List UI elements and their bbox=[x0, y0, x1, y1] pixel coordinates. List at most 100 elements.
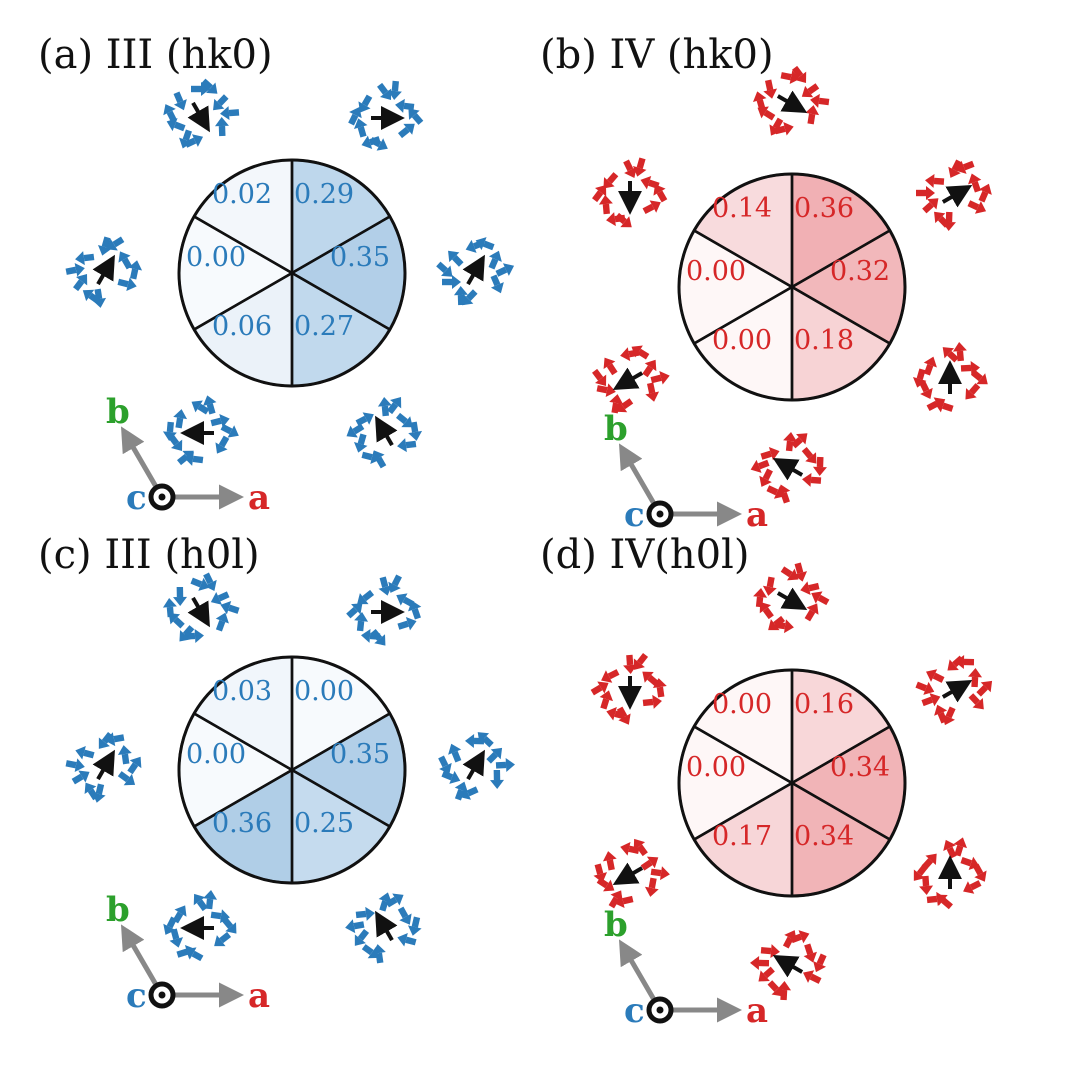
b-axis-label: b bbox=[106, 392, 130, 432]
sector-value-left: 0.00 bbox=[686, 256, 746, 287]
spin-arrow-icon bbox=[495, 757, 515, 772]
spin-arrow-icon bbox=[972, 863, 987, 882]
spin-arrow-icon bbox=[213, 94, 229, 111]
spin-cluster bbox=[65, 731, 142, 803]
spin-arrow-icon bbox=[106, 236, 125, 251]
spin-arrow-icon bbox=[361, 628, 381, 643]
spin-clusters bbox=[65, 78, 515, 469]
spin-arrow-icon bbox=[925, 173, 945, 188]
spin-cluster bbox=[163, 78, 240, 149]
sector-value-upper-left: 0.02 bbox=[212, 179, 272, 210]
spin-arrow-icon bbox=[803, 943, 817, 963]
spin-arrow-icon bbox=[210, 909, 230, 924]
spin-arrow-icon bbox=[913, 863, 929, 881]
sector-value-lower-right: 0.34 bbox=[794, 821, 854, 852]
sector-value-left: 0.00 bbox=[686, 752, 746, 783]
spin-arrow-icon bbox=[193, 893, 208, 912]
spin-arrow-icon bbox=[750, 459, 770, 473]
spin-clusters bbox=[590, 562, 993, 1001]
panel-a: (a) III (hk0) 0.290.350.270.060.000.02 a… bbox=[38, 32, 515, 518]
center-spin-arrow-icon bbox=[612, 367, 644, 390]
pie-outline bbox=[677, 668, 907, 898]
spin-arrow-icon bbox=[915, 681, 935, 695]
center-spin-arrow-icon bbox=[776, 90, 808, 113]
spin-cluster bbox=[912, 342, 988, 413]
spin-arrow-icon bbox=[653, 184, 668, 203]
center-spin-arrow-icon bbox=[92, 749, 115, 781]
sector-value-upper-right: 0.16 bbox=[794, 689, 854, 720]
sector-value-upper-left: 0.00 bbox=[712, 689, 772, 720]
center-spin-arrow-icon bbox=[776, 587, 808, 610]
spin-arrow-icon bbox=[488, 250, 502, 270]
spin-arrow-icon bbox=[454, 781, 468, 801]
sector-value-right: 0.35 bbox=[330, 242, 390, 273]
spin-arrow-icon bbox=[934, 704, 948, 724]
spin-arrow-icon bbox=[162, 421, 177, 441]
spin-arrow-icon bbox=[202, 395, 217, 415]
spin-arrow-icon bbox=[220, 106, 240, 121]
spin-cluster bbox=[348, 80, 424, 151]
spin-arrow-icon bbox=[354, 612, 369, 632]
spin-arrow-icon bbox=[395, 412, 413, 428]
spin-arrow-icon bbox=[210, 591, 230, 605]
spin-arrow-icon bbox=[127, 756, 142, 775]
spin-arrow-icon bbox=[346, 423, 365, 438]
sector-value-right: 0.32 bbox=[830, 256, 890, 287]
spin-arrow-icon bbox=[408, 108, 424, 125]
axis-triad-group: abc bbox=[604, 905, 768, 1031]
spin-arrow-icon bbox=[179, 625, 195, 642]
spin-arrow-icon bbox=[803, 970, 822, 984]
a-axis-label: a bbox=[746, 991, 768, 1031]
spin-arrow-icon bbox=[191, 82, 210, 96]
axis-triad: abc bbox=[604, 905, 768, 1031]
spin-clusters bbox=[65, 572, 515, 964]
spin-arrow-icon bbox=[490, 769, 505, 789]
spin-arrow-icon bbox=[592, 185, 607, 203]
spin-arrow-icon bbox=[606, 706, 626, 721]
spin-arrow-icon bbox=[759, 601, 774, 620]
spin-cluster bbox=[913, 837, 987, 910]
spin-arrow-icon bbox=[592, 368, 607, 386]
spin-arrow-icon bbox=[353, 433, 368, 453]
spin-arrow-icon bbox=[768, 615, 786, 631]
axis-triad: abc bbox=[106, 392, 270, 518]
spin-arrow-icon bbox=[117, 771, 136, 786]
axis-triad: abc bbox=[604, 409, 768, 535]
spin-arrow-icon bbox=[355, 412, 374, 427]
spin-arrow-icon bbox=[345, 919, 365, 934]
sector-value-upper-left: 0.14 bbox=[712, 193, 772, 224]
spin-arrow-icon bbox=[442, 275, 461, 289]
sector-value-upper-right: 0.29 bbox=[294, 179, 354, 210]
spin-arrow-icon bbox=[804, 603, 819, 622]
spin-arrow-icon bbox=[608, 890, 623, 909]
spin-cluster bbox=[592, 345, 670, 414]
spin-cluster bbox=[593, 838, 670, 909]
pie-outline bbox=[177, 158, 407, 388]
center-spin-arrow-icon bbox=[375, 415, 398, 447]
spin-arrow-icon bbox=[203, 572, 217, 591]
spin-arrow-icon bbox=[407, 916, 422, 936]
spin-arrow-icon bbox=[650, 866, 670, 881]
spin-arrow-icon bbox=[763, 79, 778, 99]
spin-arrow-icon bbox=[791, 433, 808, 449]
spin-arrow-icon bbox=[128, 260, 143, 280]
spin-arrow-icon bbox=[948, 159, 962, 178]
panel-label: (c) III (h0l) bbox=[38, 532, 260, 578]
spin-arrow-icon bbox=[163, 104, 177, 123]
spin-arrow-icon bbox=[811, 591, 830, 606]
sector-value-left: 0.00 bbox=[186, 739, 246, 770]
sector-value-lower-left: 0.00 bbox=[712, 325, 772, 356]
center-spin-arrow-icon bbox=[462, 254, 485, 286]
spin-cluster bbox=[346, 574, 422, 646]
spin-arrow-icon bbox=[606, 212, 626, 227]
spin-cluster bbox=[438, 732, 515, 801]
spin-arrow-icon bbox=[448, 743, 462, 763]
spin-arrow-icon bbox=[598, 195, 613, 215]
panel-c: (c) III (h0l) 0.000.350.250.360.000.03 a… bbox=[38, 532, 515, 1016]
spin-arrow-icon bbox=[750, 955, 770, 970]
spin-arrow-icon bbox=[486, 747, 503, 764]
spin-arrow-icon bbox=[214, 931, 232, 947]
spin-arrow-icon bbox=[813, 953, 827, 973]
spin-arrow-icon bbox=[590, 681, 609, 696]
spin-arrow-icon bbox=[759, 468, 773, 487]
